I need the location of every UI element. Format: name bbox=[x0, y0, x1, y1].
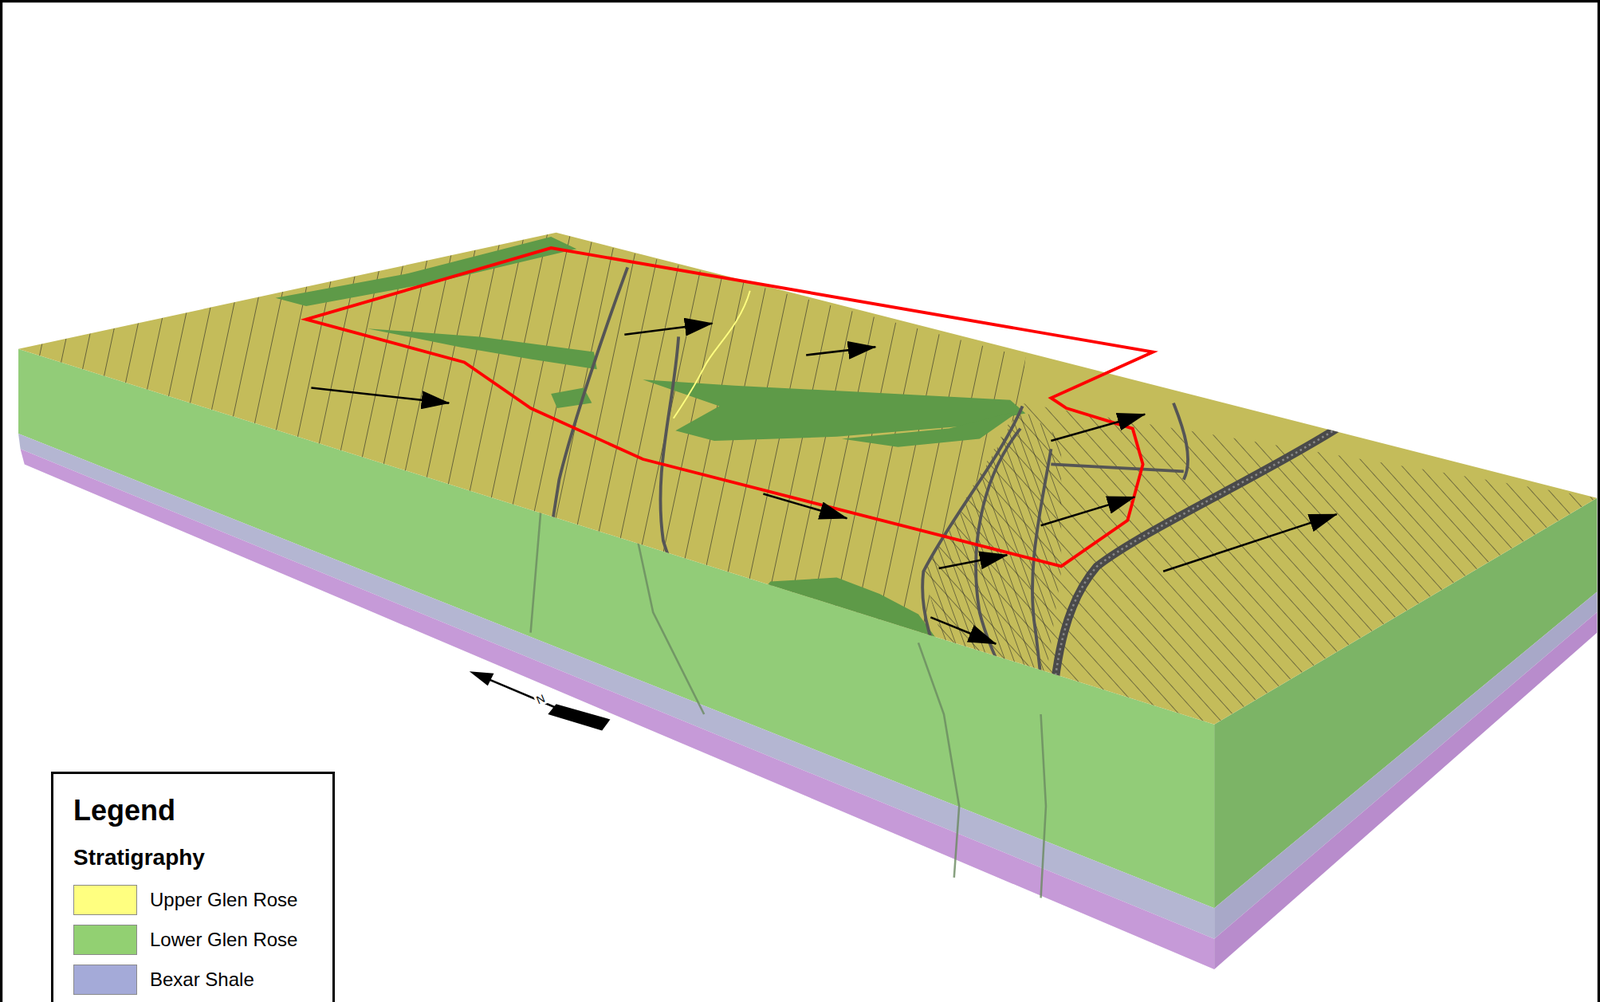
legend-text: Lower Glen Rose bbox=[149, 928, 298, 952]
legend-swatch bbox=[73, 964, 138, 995]
legend-text: Upper Glen Rose bbox=[149, 888, 298, 912]
legend-title: Legend bbox=[73, 794, 176, 827]
legend-swatch bbox=[73, 884, 138, 916]
legend-text: Bexar Shale bbox=[149, 968, 255, 991]
legend-swatch bbox=[73, 924, 138, 956]
north-label: N bbox=[532, 691, 548, 708]
legend-heading: Stratigraphy bbox=[73, 845, 205, 871]
